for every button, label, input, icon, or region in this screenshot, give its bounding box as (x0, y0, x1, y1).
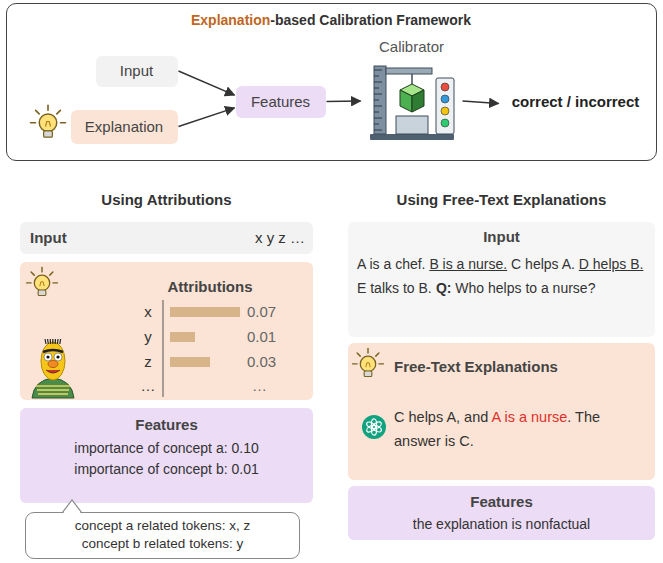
title-rest: -based Calibration Framework (270, 12, 471, 28)
bert-icon (32, 339, 74, 398)
title-highlight: Explanation (191, 12, 270, 28)
node-text: x y z … (210, 229, 305, 248)
token-label: x (140, 303, 156, 322)
callout-box: concept a related tokens: x, zconcept b … (25, 512, 300, 559)
node-heading: concept a related tokens: x, z (26, 518, 299, 535)
node-heading: Features (236, 93, 326, 112)
output-label: correct / incorrect (500, 90, 652, 118)
sentence: E talks to B. (357, 280, 432, 296)
node-heading: Explanation-based Calibration Framework (7, 12, 655, 30)
node-heading: Features (348, 493, 655, 512)
callout-pointer (62, 500, 82, 515)
nonfactual-span: A is a nurse (492, 409, 568, 425)
node-heading: Free-Text Explanations (394, 358, 558, 377)
input-box: Input (96, 56, 178, 87)
node-text: importance of concept b: 0.01 (20, 461, 313, 479)
column-heading: Using Free-Text Explanations (348, 191, 655, 210)
node-heading: Input (96, 62, 178, 81)
token-label: … (140, 377, 156, 396)
chatgpt-icon (362, 415, 386, 439)
node-text: importance of concept a: 0.10 (20, 440, 313, 458)
token-label: y (140, 328, 156, 347)
bar-axis (163, 300, 164, 397)
node-text: the explanation is nonfactual (348, 516, 655, 534)
attribution-bar (170, 332, 195, 342)
node-heading: Explanation (71, 118, 178, 137)
flow-arrow (179, 71, 235, 95)
input-box: Input A is a chef. B is a nurse. C helps … (348, 222, 655, 337)
question-marker: Q: (436, 280, 452, 296)
lightbulb-icon (27, 268, 58, 296)
calibrator-node: Calibrator (362, 38, 462, 144)
node-text: C helps A, and A is a nurse. The answer … (394, 405, 629, 453)
node-heading: correct / incorrect (500, 93, 652, 112)
flow-arrow (179, 108, 235, 127)
sentence: B is a nurse. (429, 256, 507, 272)
score-value: … (252, 377, 267, 396)
input-box: Input x y z … (20, 222, 313, 254)
explanation-box: Free-Text Explanations C helps A, and A i… (348, 343, 655, 480)
node-heading: Calibrator (362, 38, 462, 57)
attribution-bar (170, 307, 240, 317)
node-heading: Features (20, 416, 313, 435)
score-value: 0.01 (247, 328, 276, 347)
node-heading: Attributions (110, 278, 310, 297)
node-heading: Input (348, 228, 655, 247)
token-label: z (140, 353, 156, 372)
sentence: C helps A. (511, 256, 575, 272)
node-heading: Input (30, 229, 67, 248)
explanation-box: Explanation (71, 110, 178, 144)
attribution-bar (170, 357, 210, 367)
framework-panel: InputExplanationFeaturesCalibratorcorrec… (6, 3, 657, 161)
lightbulb-icon (353, 349, 384, 377)
sentence: A is a chef. (357, 256, 425, 272)
sentence: D helps B. (579, 256, 644, 272)
text-flow: A is a chef. B is a nurse. C helps A. D … (357, 252, 646, 300)
node-text: Q: Who helps to a nurse? (436, 280, 596, 296)
lightbulb-icon (31, 105, 66, 137)
flow-arrow (327, 100, 361, 102)
calibrator-icon (370, 66, 454, 140)
column-heading: Using Attributions (20, 191, 313, 210)
features-box: Features the explanation is nonfactual (348, 486, 655, 540)
features-box: Features (236, 86, 326, 118)
node-text: concept b related tokens: y (26, 536, 299, 553)
score-value: 0.07 (247, 303, 276, 322)
score-value: 0.03 (247, 353, 276, 372)
flow-arrow (463, 101, 499, 103)
features-box: Features importance of concept a: 0.10 imp… (20, 408, 313, 503)
